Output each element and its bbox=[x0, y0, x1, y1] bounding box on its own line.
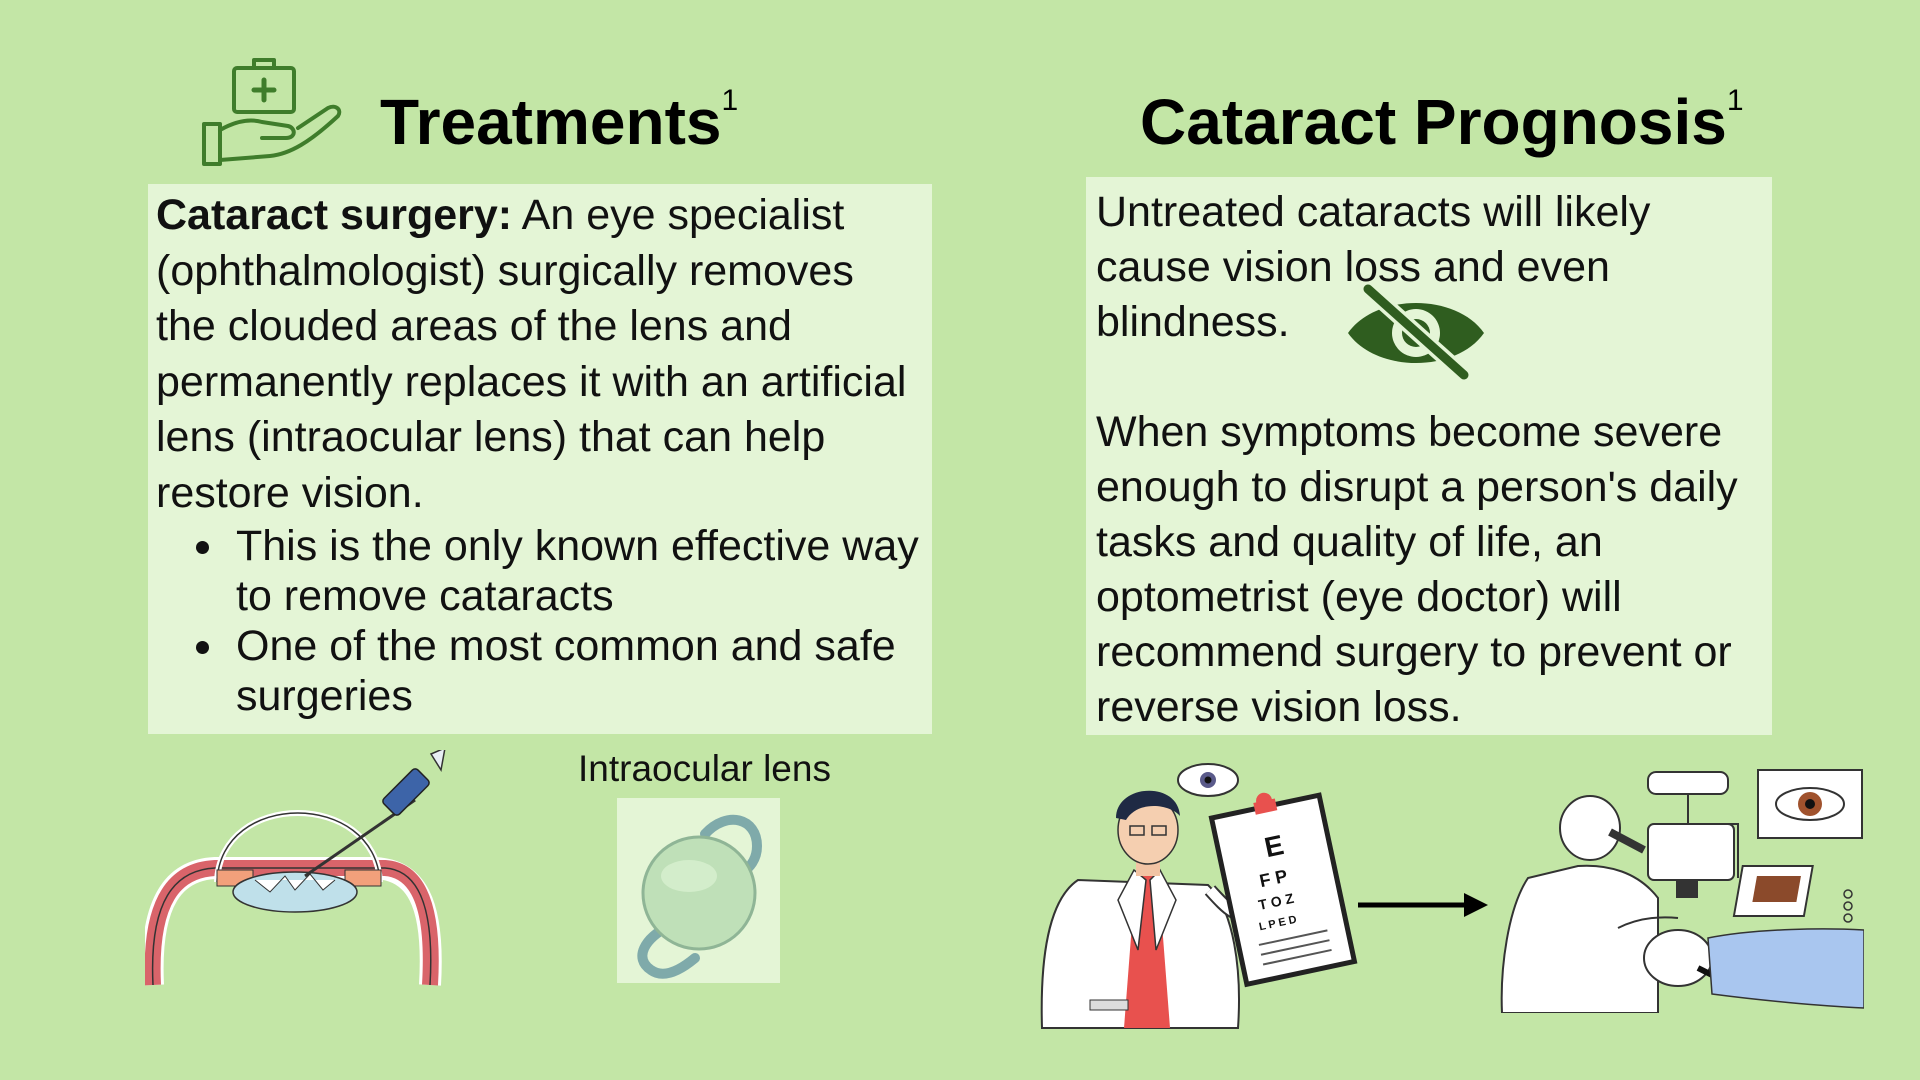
eye-slash-icon bbox=[1346, 281, 1486, 383]
intraocular-lens-image bbox=[617, 798, 780, 983]
treatments-icon bbox=[200, 56, 345, 168]
treatments-paragraph: Cataract surgery: An eye specialist (oph… bbox=[156, 188, 924, 521]
cataract-surgery-description: An eye specialist (ophthalmologist) surg… bbox=[156, 191, 907, 517]
treatments-text-box: Cataract surgery: An eye specialist (oph… bbox=[148, 184, 932, 734]
intraocular-lens-caption: Intraocular lens bbox=[578, 748, 831, 789]
prognosis-heading: Cataract Prognosis1 bbox=[1140, 84, 1744, 158]
prognosis-paragraph-2: When symptoms become severe enough to di… bbox=[1096, 408, 1738, 731]
treatments-heading: Treatments1 bbox=[380, 84, 739, 158]
arrow-right-icon bbox=[1356, 890, 1490, 920]
eye-surgery-scene-illustration bbox=[1498, 768, 1865, 1014]
prognosis-text-box: Untreated cataracts will likely cause vi… bbox=[1086, 177, 1772, 735]
cataract-surgery-label: Cataract surgery: bbox=[156, 191, 513, 239]
doctor-eye-chart-illustration: E F P T O Z L P E D bbox=[1038, 760, 1358, 1030]
treatments-bullet-list: This is the only known effective way to … bbox=[156, 521, 924, 721]
svg-text:T O Z: T O Z bbox=[1257, 890, 1296, 913]
hand-medical-kit-icon bbox=[202, 58, 342, 166]
prognosis-paragraph-1: Untreated cataracts will likely cause vi… bbox=[1096, 188, 1651, 346]
eye-surgery-illustration bbox=[141, 746, 455, 990]
list-item: This is the only known effective way to … bbox=[196, 521, 924, 621]
list-item: One of the most common and safe surgerie… bbox=[196, 621, 924, 721]
